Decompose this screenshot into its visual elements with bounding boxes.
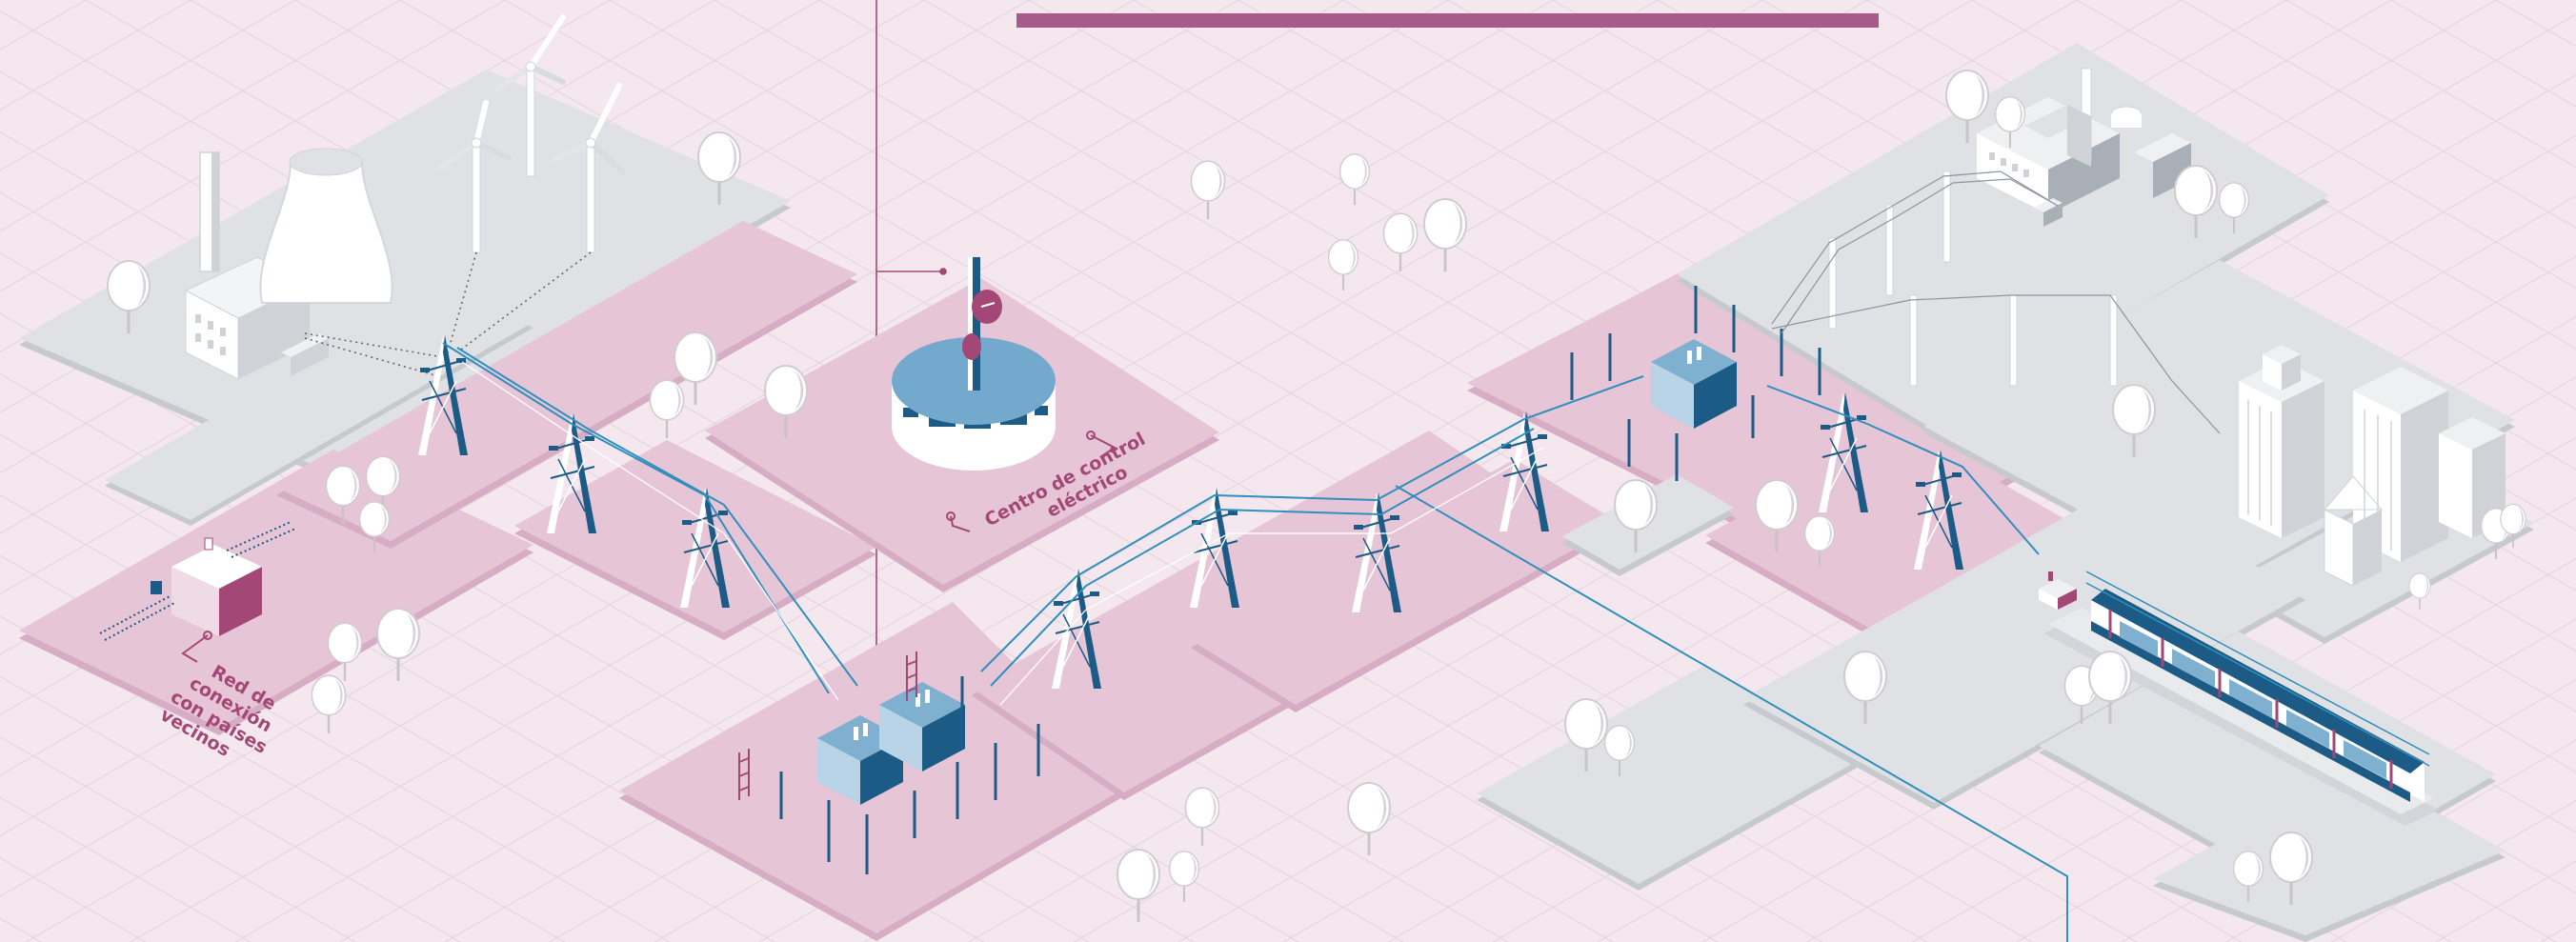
tree-icon bbox=[1191, 161, 1224, 219]
tree-icon bbox=[1170, 852, 1199, 902]
tree-icon bbox=[1117, 850, 1159, 922]
tree-icon bbox=[1329, 240, 1358, 291]
tree-icon bbox=[1185, 788, 1218, 846]
tree-icon bbox=[377, 609, 419, 681]
control-center-icon bbox=[892, 257, 1056, 471]
tree-icon bbox=[2409, 573, 2430, 610]
tree-icon bbox=[312, 675, 345, 733]
tree-icon bbox=[1340, 154, 1370, 205]
header-bar bbox=[1016, 13, 1879, 28]
tree-icon bbox=[1424, 199, 1466, 271]
tree-icon bbox=[650, 380, 683, 438]
tree-icon bbox=[1348, 783, 1390, 855]
tree-icon bbox=[328, 623, 361, 681]
